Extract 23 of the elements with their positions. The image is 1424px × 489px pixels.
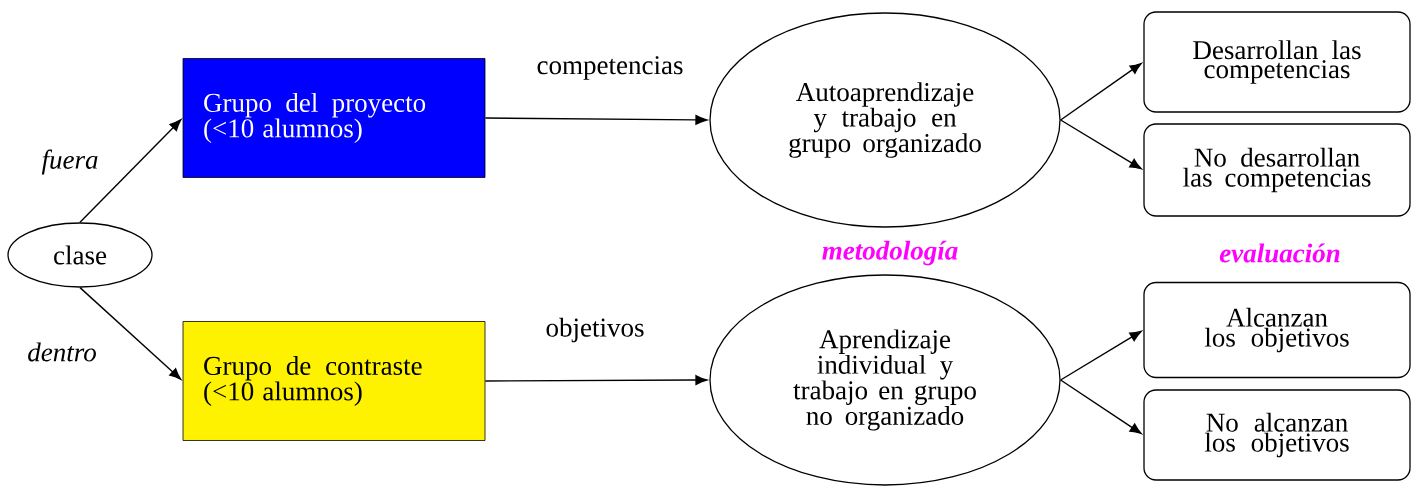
edge-label: objetivos xyxy=(544,316,646,344)
arrow xyxy=(1059,62,1142,121)
arrow xyxy=(1059,119,1142,170)
stage-label: metodología xyxy=(822,240,958,266)
arrow xyxy=(79,119,182,224)
arrow xyxy=(1059,330,1142,381)
outcome-box: No alcanzan los objetivos xyxy=(1143,389,1411,481)
ellipse-node: clase xyxy=(7,222,153,288)
stage-label: evaluación xyxy=(1219,243,1340,263)
outcome-box: Alcanzan los objetivos xyxy=(1143,281,1411,379)
outcome-box: No desarrollan las competencias xyxy=(1143,123,1411,217)
arrow xyxy=(1059,379,1142,435)
group-box: Grupo del proyecto (<10 alumnos) xyxy=(182,58,486,178)
arrow xyxy=(484,375,708,385)
arrow xyxy=(79,286,182,380)
edge-label: fuera xyxy=(40,148,100,176)
ellipse-node: Autoaprendizaje y trabajo en grupo organizado xyxy=(709,12,1061,228)
ellipse-node: Aprendizaje individual y trabajo en grupo no organizado xyxy=(709,274,1061,486)
arrow xyxy=(484,114,708,125)
edge-label: competencias xyxy=(535,55,685,81)
group-box: Grupo de contraste (<10 alumnos) xyxy=(182,321,486,441)
edge-label: dentro xyxy=(26,341,98,363)
outcome-box: Desarrollan las competencias xyxy=(1143,11,1411,113)
